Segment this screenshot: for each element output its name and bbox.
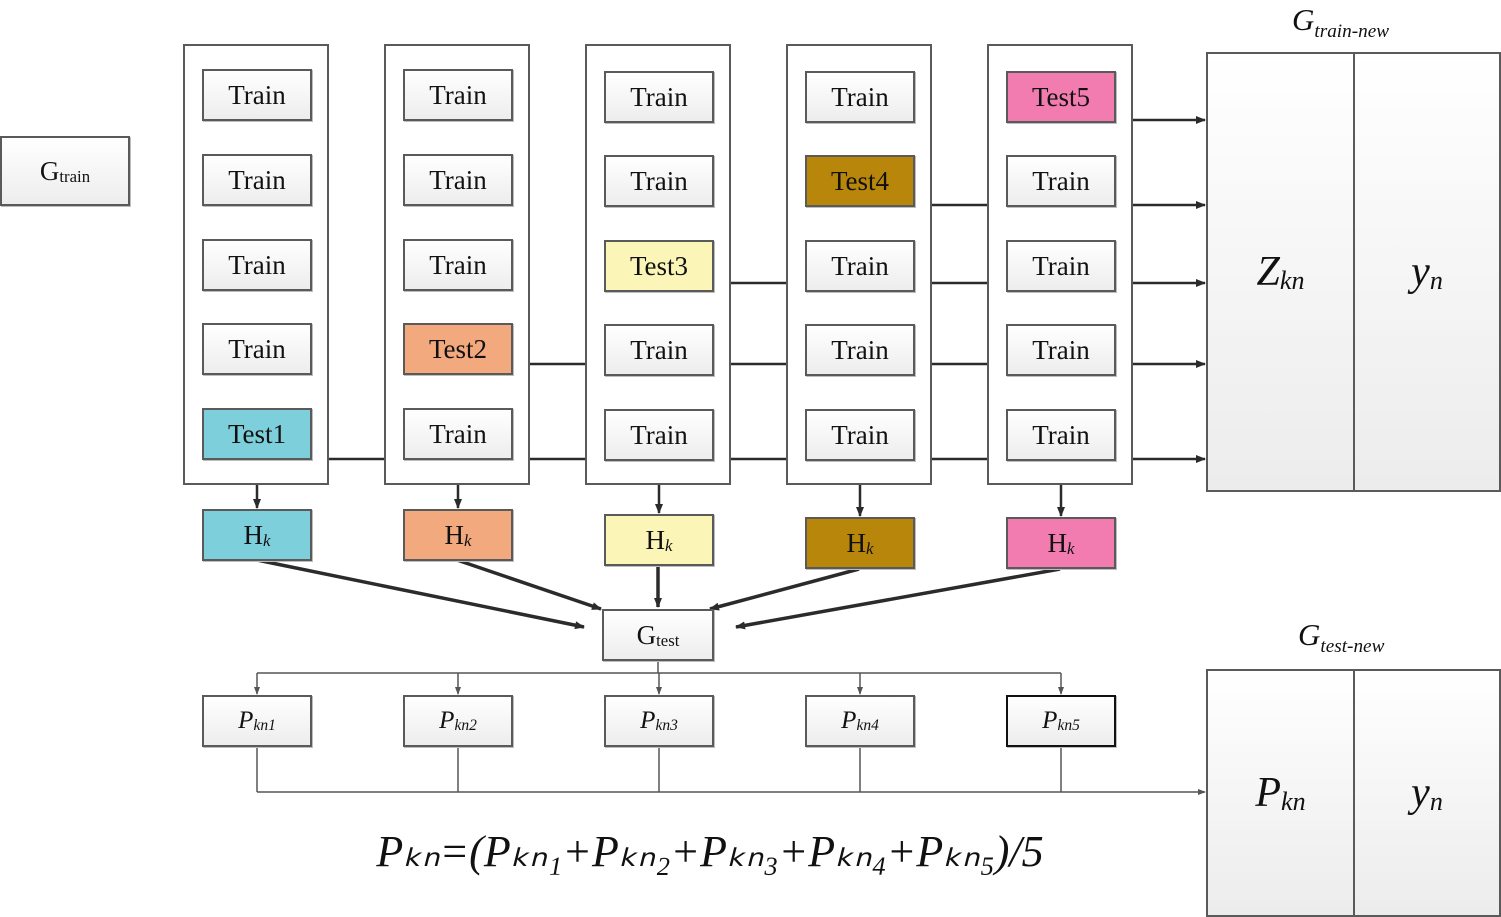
- test-cell: Test1: [202, 408, 312, 460]
- pkn-sub: kn2: [454, 717, 477, 735]
- g-test-sub: test: [656, 630, 680, 650]
- hk-sub: k: [665, 535, 673, 555]
- train-cell: Train: [403, 69, 513, 121]
- train-cell: Train: [604, 324, 714, 376]
- pkn-main: P: [841, 707, 857, 734]
- hk-sub: k: [464, 530, 472, 550]
- train-cell: Train: [202, 239, 312, 291]
- g-train-sub: train: [59, 166, 91, 186]
- test-new-col2-sub: n: [1429, 787, 1443, 817]
- test-new-col1-sub: kn: [1281, 787, 1306, 817]
- hk-main: H: [645, 524, 666, 555]
- train-new-col1-main: Z: [1256, 249, 1280, 295]
- train-cell: Train: [805, 71, 915, 123]
- test-new-title-main: G: [1298, 617, 1321, 652]
- test-cell: Test4: [805, 155, 915, 207]
- hk-main: H: [846, 527, 867, 558]
- pkn-sub: kn4: [856, 717, 879, 735]
- hk-main: H: [444, 519, 465, 550]
- train-cell: Train: [805, 240, 915, 292]
- train-cell: Train: [202, 323, 312, 375]
- test-new-title: Gtest-new: [1298, 617, 1384, 657]
- train-cell: Train: [1006, 155, 1116, 207]
- train-cell: Train: [202, 154, 312, 206]
- train-cell: Train: [1006, 324, 1116, 376]
- train-cell: Train: [403, 239, 513, 291]
- hk-sub: k: [1067, 538, 1075, 558]
- train-new-title: Gtrain-new: [1292, 2, 1389, 42]
- hk-sub: k: [263, 530, 271, 550]
- pkn-main: P: [238, 707, 254, 734]
- train-cell: Train: [202, 69, 312, 121]
- hk2-to-gtest-arrow: [456, 558, 602, 611]
- test-new-divider: [1353, 671, 1355, 915]
- train-cell: Train: [604, 71, 714, 123]
- train-cell: Train: [604, 155, 714, 207]
- pkn-main: P: [640, 707, 656, 734]
- test-new-col2-main: y: [1411, 770, 1430, 816]
- pkn-sub: kn5: [1057, 717, 1080, 735]
- hk-sub: k: [866, 538, 874, 558]
- test-cell: Test3: [604, 240, 714, 292]
- train-cell: Train: [1006, 240, 1116, 292]
- train-new-col2-main: y: [1411, 249, 1430, 295]
- pkn-sub: kn3: [655, 717, 678, 735]
- g-train-main: G: [39, 155, 60, 186]
- train-cell: Train: [805, 409, 915, 461]
- train-new-title-sub: train-new: [1314, 20, 1390, 42]
- pkn-main: P: [439, 707, 455, 734]
- test-new-col1-main: P: [1255, 770, 1282, 816]
- train-cell: Train: [403, 408, 513, 460]
- hk-main: H: [243, 519, 264, 550]
- g-test-main: G: [636, 619, 657, 650]
- hk5-to-gtest-arrow: [735, 567, 1061, 630]
- test-new-title-sub: test-new: [1320, 635, 1385, 657]
- hk1-to-gtest-arrow: [256, 558, 585, 630]
- train-cell: Train: [604, 409, 714, 461]
- averaging-formula: Pₖₙ=(Pₖₙ₁+Pₖₙ₂+Pₖₙ₃+Pₖₙ₄+Pₖₙ₅)/5: [376, 827, 1044, 876]
- test-cell: Test5: [1006, 71, 1116, 123]
- train-cell: Train: [805, 324, 915, 376]
- train-new-divider: [1353, 54, 1355, 490]
- train-cell: Train: [1006, 409, 1116, 461]
- train-new-title-main: G: [1292, 2, 1315, 37]
- pkn-sub: kn1: [253, 717, 276, 735]
- train-cell: Train: [403, 154, 513, 206]
- hk-main: H: [1047, 527, 1068, 558]
- pkn-main: P: [1042, 707, 1058, 734]
- train-new-col1-sub: kn: [1279, 266, 1305, 296]
- train-new-col2-sub: n: [1429, 266, 1443, 296]
- hk4-to-gtest-arrow: [709, 567, 860, 611]
- test-cell: Test2: [403, 323, 513, 375]
